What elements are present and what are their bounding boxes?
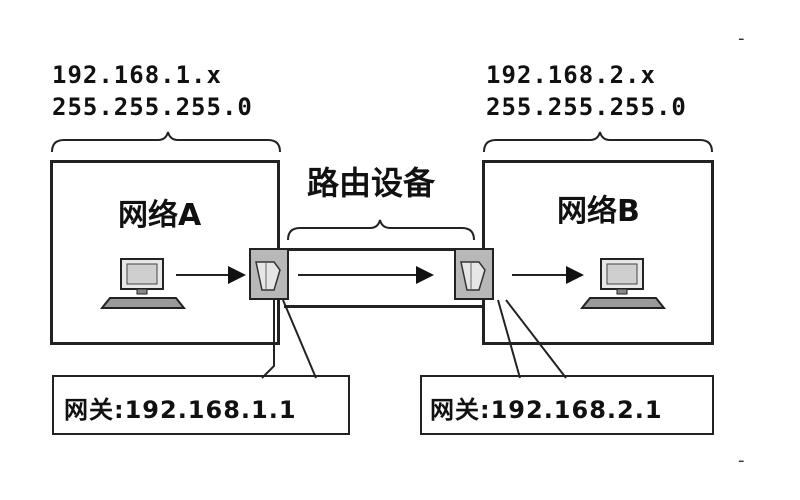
gateway-b-label: 网关:192.168.2.1: [430, 396, 663, 424]
gateway-a-label: 网关:192.168.1.1: [64, 396, 297, 424]
network-b-address: 192.168.2.x: [486, 61, 656, 89]
gateway-a-box: [52, 375, 350, 435]
scan-mark: -: [738, 450, 745, 471]
computer-b-icon: [579, 258, 667, 309]
routing-device-brace: [287, 219, 475, 241]
gateway-a-leader: [261, 299, 317, 379]
gateway-b-box: [420, 375, 714, 435]
network-b-netmask: 255.255.255.0: [486, 93, 687, 121]
network-a-brace: [51, 131, 281, 153]
arrow-right-icon: [298, 266, 434, 284]
scan-mark: -: [738, 28, 745, 49]
computer-a-icon: [99, 258, 187, 309]
router-b-port-icon: [454, 248, 494, 300]
network-a-box: [50, 160, 280, 345]
network-a-address: 192.168.1.x: [52, 61, 222, 89]
network-b-brace: [483, 131, 713, 153]
network-b-title: 网络B: [557, 194, 640, 229]
router-a-port-icon: [249, 248, 289, 300]
network-a-title: 网络A: [118, 198, 202, 233]
arrow-right-icon: [176, 266, 246, 284]
network-a-netmask: 255.255.255.0: [52, 93, 253, 121]
arrow-right-icon: [512, 266, 584, 284]
routing-device-label: 路由设备: [307, 164, 436, 202]
gateway-b-leader: [497, 299, 567, 379]
routing-channel: [284, 248, 482, 308]
network-b-box: [482, 160, 714, 345]
